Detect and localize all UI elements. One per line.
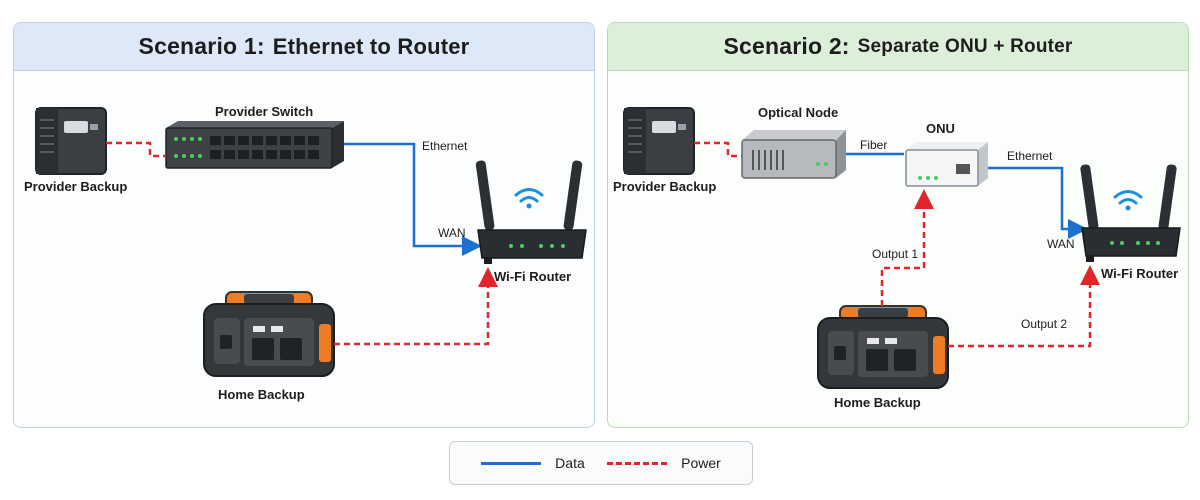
wan-label-2: WAN (1047, 237, 1075, 251)
scenario2-header: Scenario 2: Separate ONU + Router (608, 23, 1188, 71)
power-line-provider-switch (106, 141, 166, 158)
provider-switch-label: Provider Switch (215, 104, 313, 119)
wifi-router-icon (475, 160, 587, 264)
power-line-output2 (948, 265, 1100, 348)
onu-icon (905, 142, 988, 187)
legend-data-label: Data (555, 455, 585, 471)
wifi-router-icon (1080, 164, 1181, 262)
home-backup-power-station-icon (817, 305, 949, 389)
optical-node-label: Optical Node (758, 105, 838, 120)
provider-backup-label: Provider Backup (24, 179, 127, 194)
router-label: Wi-Fi Router (494, 269, 571, 284)
scenario1-header: Scenario 1: Ethernet to Router (14, 23, 594, 71)
power-line-swatch (607, 461, 668, 465)
provider-backup-ups-icon (623, 107, 695, 175)
wifi-signal-icon (1113, 190, 1143, 211)
fiber-label: Fiber (860, 138, 887, 152)
power-line-home-router (334, 267, 498, 346)
output2-label: Output 2 (1021, 317, 1067, 331)
scenario1-title: Ethernet to Router (272, 33, 470, 59)
scenario1-title-prefix: Scenario 1: (138, 33, 265, 59)
legend: Data Power (449, 441, 753, 485)
router-label-2: Wi-Fi Router (1101, 266, 1178, 281)
ethernet-label-2: Ethernet (1007, 149, 1053, 163)
output1-label: Output 1 (872, 247, 918, 261)
onu-label: ONU (926, 121, 955, 136)
scenario2-title: Separate ONU + Router (857, 35, 1073, 57)
ethernet-label: Ethernet (422, 139, 468, 153)
home-backup-label: Home Backup (218, 387, 305, 402)
scenario2-title-prefix: Scenario 2: (723, 33, 850, 59)
legend-power-label: Power (681, 455, 721, 471)
home-backup-label-2: Home Backup (834, 395, 921, 410)
provider-switch-icon (165, 121, 344, 169)
optical-node-icon (741, 130, 846, 179)
wan-label: WAN (438, 226, 466, 240)
data-line-ethernet-wan (344, 142, 482, 256)
data-line-ethernet-wan-2 (988, 166, 1088, 239)
legend-item-power: Power (607, 455, 721, 471)
provider-backup-label-2: Provider Backup (613, 179, 716, 194)
legend-item-data: Data (481, 455, 585, 471)
wifi-signal-icon (514, 188, 544, 209)
data-line-swatch (481, 461, 542, 465)
home-backup-power-station-icon (203, 291, 335, 377)
provider-backup-ups-icon (35, 107, 107, 175)
power-line-provider-optical (694, 141, 742, 158)
